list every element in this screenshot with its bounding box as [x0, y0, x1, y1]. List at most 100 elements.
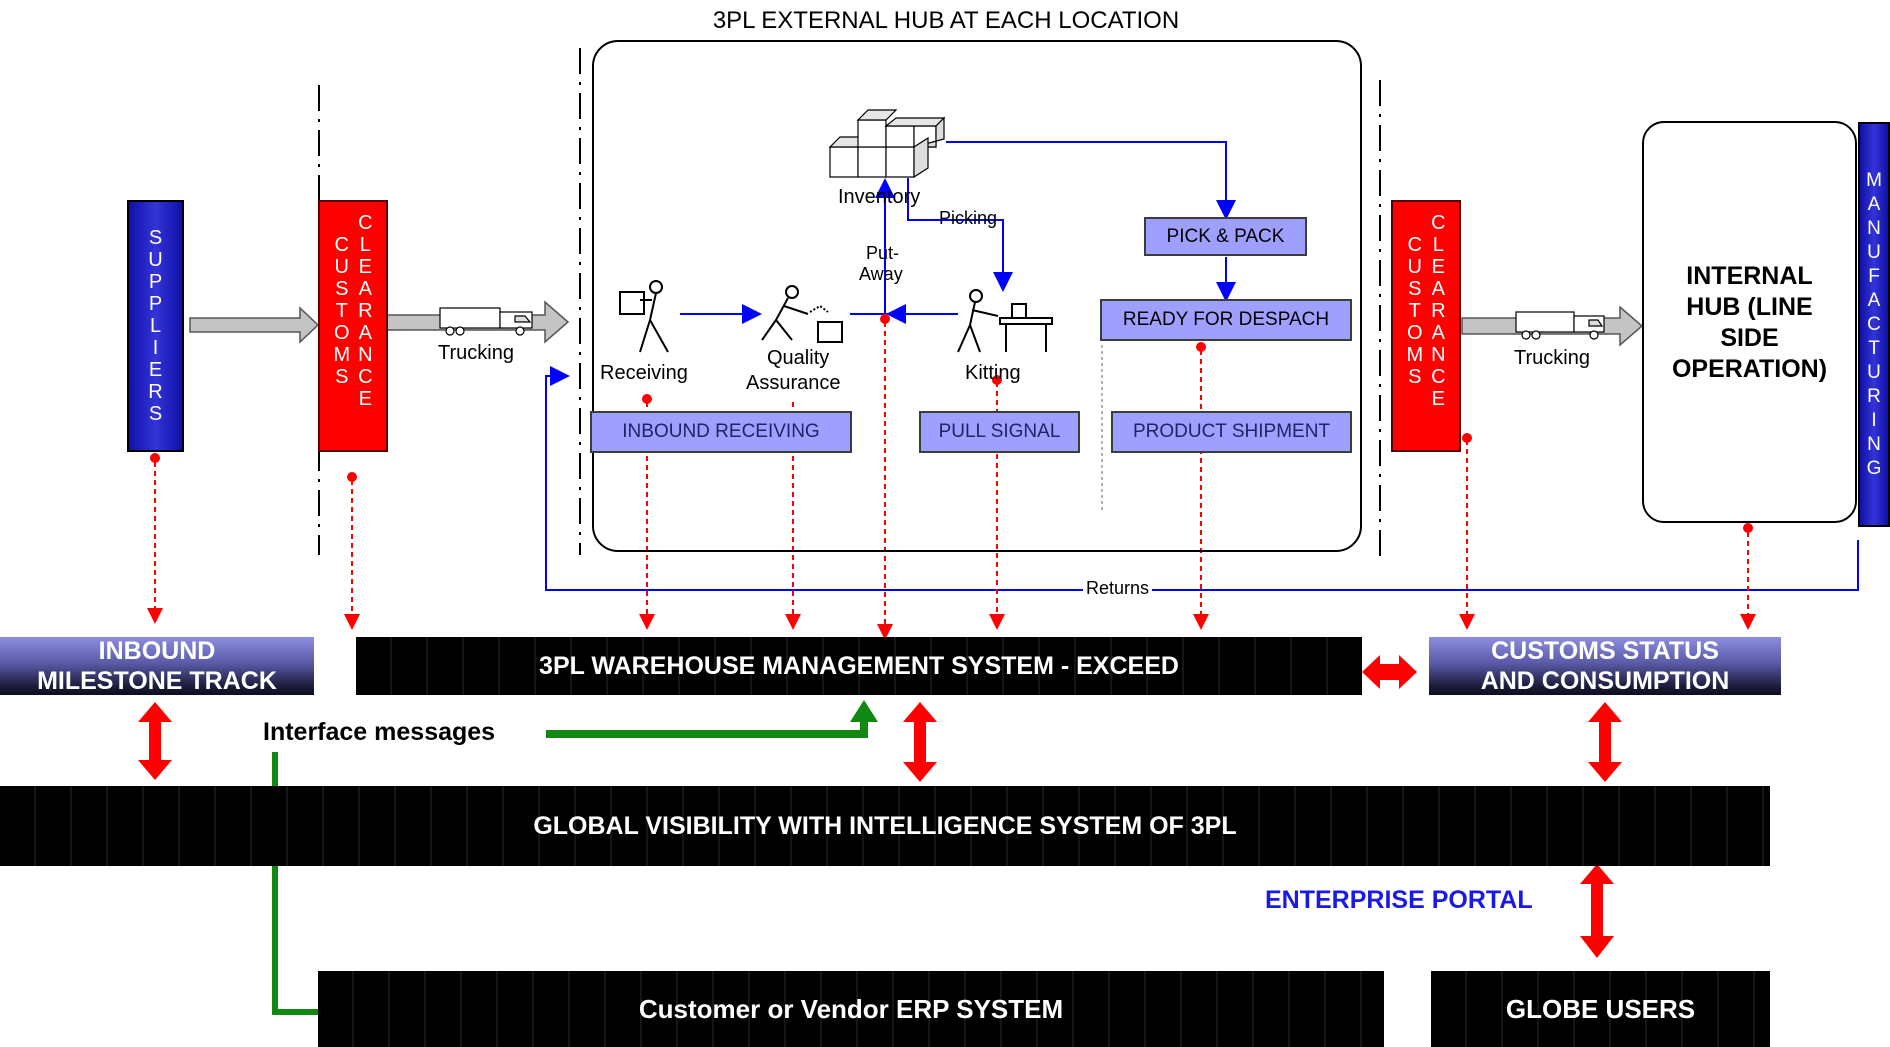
internal-hub-line3: SIDE — [1720, 324, 1779, 352]
clearance-letter: A — [358, 322, 372, 344]
manufacturing-letter: A — [1867, 289, 1881, 311]
customs-letter: C — [1407, 234, 1422, 256]
clearance-letter: L — [359, 234, 371, 256]
manufacturing-letter: T — [1868, 337, 1880, 359]
internal-hub-line2: HUB (LINE — [1686, 293, 1813, 321]
returns-line — [545, 366, 1859, 591]
manufacturing-letter: R — [1867, 385, 1881, 407]
internal-hub-box: INTERNAL HUB (LINE SIDE OPERATION) — [1642, 121, 1857, 523]
receiving-person-icon — [619, 280, 669, 353]
clearance-letter: L — [1432, 234, 1444, 256]
clearance-letter: E — [1431, 256, 1445, 278]
flow-inventory-to-pickpack — [946, 141, 1236, 220]
customs-letter: M — [333, 344, 351, 366]
wms-exceed-bar: 3PL WAREHOUSE MANAGEMENT SYSTEM - EXCEED — [356, 637, 1362, 695]
customs-letter: U — [334, 256, 349, 278]
manufacturing-letter: M — [1866, 169, 1882, 191]
manufacturing-letter: F — [1868, 265, 1880, 287]
suppliers-letter: S — [148, 227, 163, 249]
putaway-label-2: Away — [859, 264, 903, 284]
clearance-letter: E — [358, 256, 372, 278]
suppliers-letter: L — [149, 315, 162, 337]
erp-system-bar: Customer or Vendor ERP SYSTEM — [318, 971, 1384, 1047]
truck-icon-left — [439, 307, 533, 336]
globe-users-bar: GLOBE USERS — [1431, 971, 1770, 1047]
clearance-letter: A — [1431, 278, 1445, 300]
inventory-boxes-icon — [828, 109, 946, 179]
assurance-label: Assurance — [746, 372, 841, 394]
clearance-letter: E — [1431, 388, 1445, 410]
manufacturing-letter: C — [1867, 313, 1881, 335]
clearance-letter: R — [1431, 300, 1446, 322]
clearance-letter: C — [358, 366, 373, 388]
suppliers-letter: U — [148, 249, 163, 271]
clearance-letter: C — [358, 212, 373, 234]
manufacturing-letter: A — [1867, 193, 1881, 215]
trucking-label-left: Trucking — [438, 342, 514, 364]
customs-letter: S — [1408, 366, 1422, 388]
customs-letter: S — [335, 366, 349, 388]
inbound-milestone-track-bar: INBOUND MILESTONE TRACK — [0, 637, 314, 695]
internal-hub-line4: OPERATION) — [1671, 355, 1828, 383]
clearance-letter: E — [358, 388, 372, 410]
flow-picking-to-kitting — [907, 178, 1013, 292]
customs-letter: S — [335, 278, 349, 300]
inbound-line1: INBOUND — [98, 637, 216, 665]
customs-status-bar: CUSTOMS STATUS AND CONSUMPTION — [1429, 637, 1781, 695]
trucking-label-right: Trucking — [1514, 347, 1590, 369]
quality-assurance-person-icon — [761, 285, 843, 343]
hub-title: 3PL EXTERNAL HUB AT EACH LOCATION — [712, 7, 1180, 34]
customs-letter: M — [1406, 344, 1424, 366]
suppliers-letter: S — [148, 403, 163, 425]
suppliers-letter: P — [148, 271, 163, 293]
suppliers-letter: E — [148, 359, 163, 381]
returns-label: Returns — [1083, 578, 1153, 599]
product-shipment-box: PRODUCT SHIPMENT — [1111, 411, 1352, 453]
clearance-letter: C — [1431, 366, 1446, 388]
manufacturing-letter: I — [1871, 409, 1877, 431]
putaway-label-1: Put- — [866, 243, 900, 263]
customs-status-line2: AND CONSUMPTION — [1480, 667, 1730, 695]
pull-signal-box: PULL SIGNAL — [919, 411, 1080, 453]
manufacturing-letter: N — [1867, 217, 1881, 239]
internal-hub-line1: INTERNAL — [1686, 262, 1813, 290]
clearance-letter: C — [1431, 212, 1446, 234]
truck-icon-right — [1515, 311, 1605, 340]
customs-letter: O — [1406, 322, 1423, 344]
enterprise-portal-label: ENTERPRISE PORTAL — [1265, 886, 1533, 914]
picking-label: Picking — [939, 208, 998, 228]
customs-letter: U — [1407, 256, 1422, 278]
receiving-label: Receiving — [600, 362, 688, 384]
pick-pack-box: PICK & PACK — [1144, 217, 1307, 256]
external-hub-frame — [592, 40, 1362, 552]
ready-for-despach-box: READY FOR DESPACH — [1100, 299, 1352, 341]
customs-letter: C — [334, 234, 349, 256]
customs-status-line1: CUSTOMS STATUS — [1491, 637, 1719, 665]
manufacturing-letter: U — [1867, 361, 1881, 383]
kitting-person-icon — [957, 289, 1053, 353]
interface-messages-label: Interface messages — [263, 718, 496, 746]
quality-label: Quality — [767, 347, 830, 369]
clearance-letter: A — [1431, 322, 1445, 344]
inbound-line2: MILESTONE TRACK — [37, 667, 277, 695]
customs-letter: S — [1408, 278, 1422, 300]
clearance-letter: N — [1431, 344, 1446, 366]
inbound-receiving-box: INBOUND RECEIVING — [590, 411, 852, 453]
manufacturing-letter: G — [1866, 457, 1882, 479]
manufacturing-letter: U — [1867, 241, 1881, 263]
customs-letter: O — [333, 322, 350, 344]
suppliers-letter: I — [152, 337, 159, 359]
clearance-letter: A — [358, 278, 372, 300]
customs-letter: T — [335, 300, 348, 322]
suppliers-letter: P — [148, 293, 163, 315]
customs-letter: T — [1408, 300, 1421, 322]
suppliers-letter: R — [148, 381, 163, 403]
kitting-label: Kitting — [965, 362, 1021, 384]
clearance-letter: R — [358, 300, 373, 322]
